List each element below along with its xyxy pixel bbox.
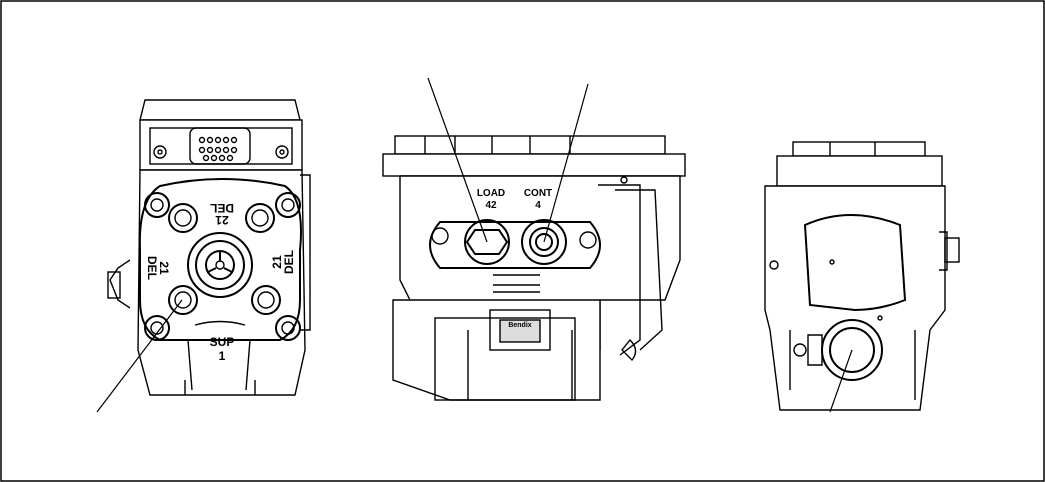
side-view xyxy=(383,78,685,400)
port-label-sup: SUP xyxy=(210,335,235,349)
port-label-cont-number: 4 xyxy=(535,200,541,211)
port-label-sup-number: 1 xyxy=(219,349,226,363)
brand-label: Bendix xyxy=(508,322,531,329)
port-label-cont: CONT xyxy=(524,188,552,199)
rear-view xyxy=(765,142,959,412)
port-label-load-number: 42 xyxy=(485,200,497,211)
port-label-load: LOAD xyxy=(477,188,505,199)
